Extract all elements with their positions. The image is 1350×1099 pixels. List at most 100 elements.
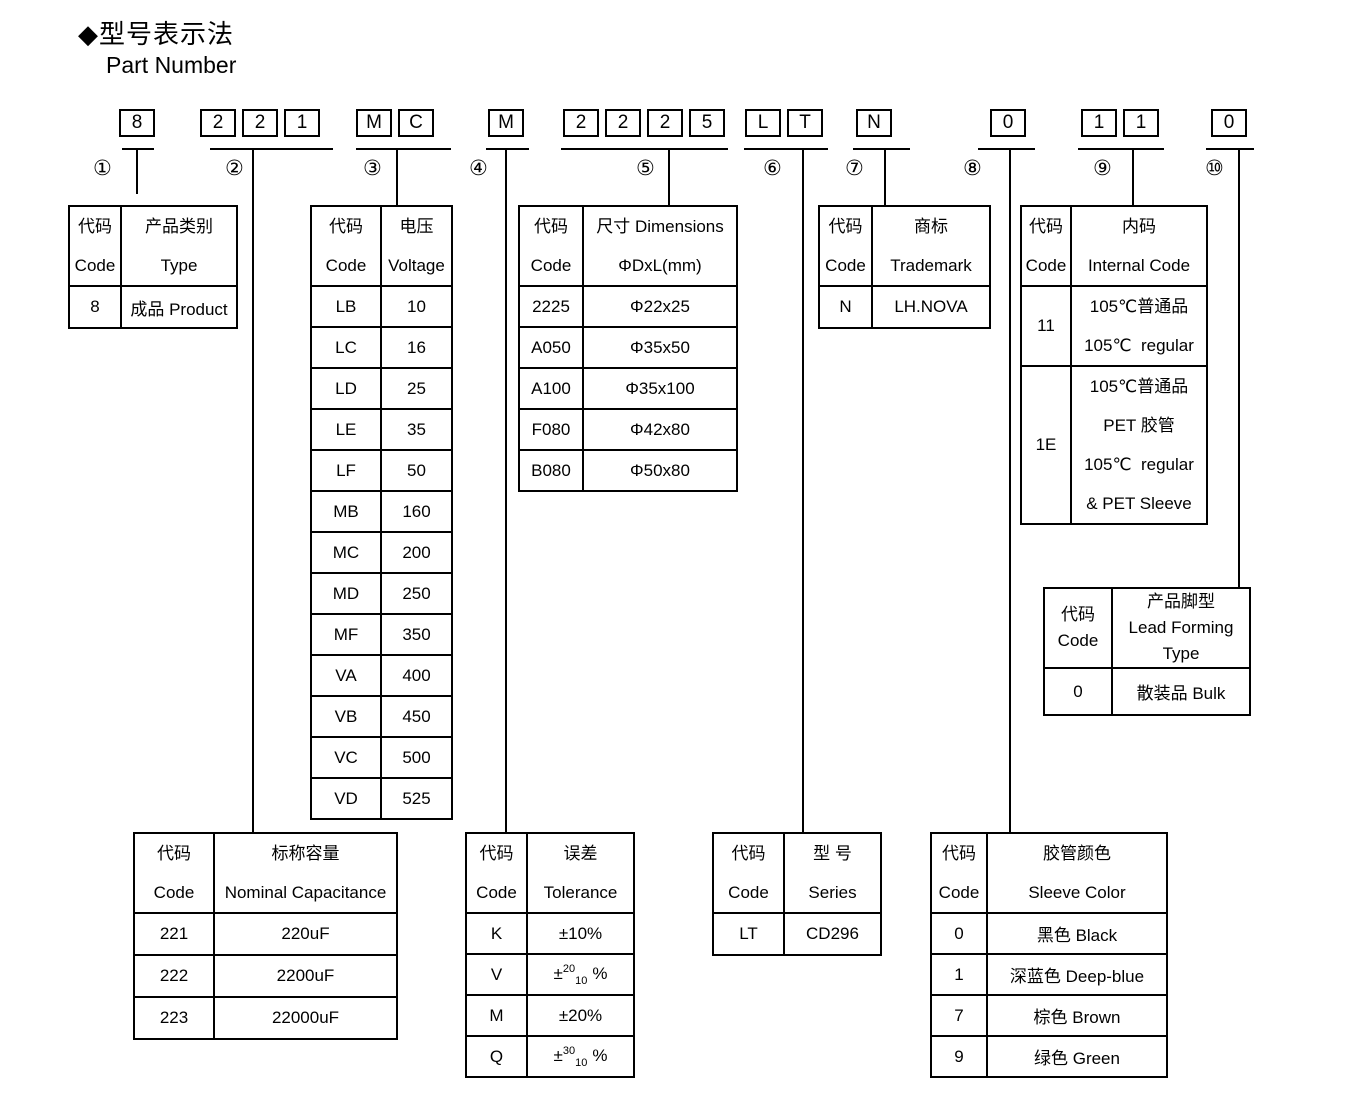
- header-label: Code: [153, 883, 195, 902]
- header-label: Code: [530, 256, 572, 275]
- value-cell: 散装品 Bulk: [1111, 667, 1251, 716]
- header-label: Sleeve Color: [1028, 883, 1126, 902]
- pn-char-box: 2: [242, 109, 278, 137]
- table-row: N LH.NOVA: [818, 285, 991, 329]
- code-cell: MD: [310, 572, 382, 615]
- pn-char-box: M: [356, 109, 392, 137]
- header-label: 代码: [828, 217, 863, 236]
- connector-vline: [668, 150, 670, 205]
- header-label: Lead Forming: [1128, 618, 1234, 637]
- header-label: 产品类别: [145, 217, 213, 236]
- code-cell: LF: [310, 449, 382, 492]
- value-cell: 400: [380, 654, 453, 697]
- code-cell: 221: [133, 912, 215, 956]
- pn-char-box: N: [856, 109, 892, 137]
- code-cell: A100: [518, 367, 584, 410]
- pn-group-1: 8: [119, 109, 155, 137]
- code-cell: K: [465, 912, 528, 955]
- connector-underline: [210, 148, 333, 150]
- value-cell: 160: [380, 490, 453, 533]
- value-cell: ±20%: [526, 994, 635, 1037]
- value-cell: 500: [380, 736, 453, 779]
- pn-group-6: L T: [745, 109, 823, 137]
- code-cell: V: [465, 953, 528, 996]
- value-cell: 250: [380, 572, 453, 615]
- table-row: K ±10%: [465, 912, 635, 955]
- tolerance-sub: 10: [575, 1056, 588, 1069]
- header-label: Code: [1025, 256, 1067, 275]
- value-line: & PET Sleeve: [1086, 494, 1192, 513]
- code-cell: 11: [1020, 285, 1072, 367]
- code-cell: 7: [930, 994, 988, 1037]
- value-cell: 10: [380, 285, 453, 328]
- code-cell: 1E: [1020, 365, 1072, 525]
- table-row: V ±2010%: [465, 953, 635, 996]
- value-line: 105℃ regular: [1084, 336, 1194, 355]
- connector-vline: [505, 150, 507, 832]
- table-row: M ±20%: [465, 994, 635, 1037]
- header-label: 误差: [563, 844, 598, 863]
- header-label: 产品脚型: [1147, 592, 1215, 611]
- value-cell: 105℃普通品 105℃ regular: [1070, 285, 1208, 367]
- value-cell: 525: [380, 777, 453, 820]
- table-row: Q ±3010%: [465, 1035, 635, 1078]
- pn-char-box: 1: [1123, 109, 1159, 137]
- pn-char-box: 2: [605, 109, 641, 137]
- header-label: Tolerance: [543, 883, 618, 902]
- tolerance-pct: %: [592, 1045, 608, 1065]
- connector-vline: [252, 150, 254, 832]
- value-cell: Φ35x100: [582, 367, 738, 410]
- value-cell: ±2010%: [526, 953, 635, 996]
- value-line: 105℃ regular: [1084, 455, 1194, 474]
- pn-char-box: 0: [1211, 109, 1247, 137]
- code-cell: MF: [310, 613, 382, 656]
- header-label: Code: [325, 256, 367, 275]
- header-label: Code: [938, 883, 980, 902]
- code-cell: 223: [133, 996, 215, 1040]
- connector-underline: [561, 148, 728, 150]
- group-number-label: ④: [469, 157, 488, 180]
- connector-underline: [1206, 148, 1254, 150]
- table-row: 1E 105℃普通品 PET 胶管 105℃ regular & PET Sle…: [1020, 365, 1208, 525]
- pn-char-box: 2: [647, 109, 683, 137]
- code-cell: 9: [930, 1035, 988, 1078]
- code-cell: LC: [310, 326, 382, 369]
- header-label: 标称容量: [271, 844, 340, 863]
- group-number-label: ⑨: [1093, 157, 1112, 180]
- header-label: 代码: [1029, 217, 1063, 236]
- connector-vline: [802, 150, 804, 832]
- header-label: Code: [825, 256, 866, 275]
- pn-group-5: 2 2 2 5: [563, 109, 725, 137]
- value-line: PET 胶管: [1103, 416, 1175, 435]
- pn-char-box: C: [398, 109, 434, 137]
- pn-group-2: 2 2 1: [200, 109, 320, 137]
- value-cell: 450: [380, 695, 453, 738]
- connector-vline: [136, 150, 138, 194]
- header-label: Code: [728, 883, 769, 902]
